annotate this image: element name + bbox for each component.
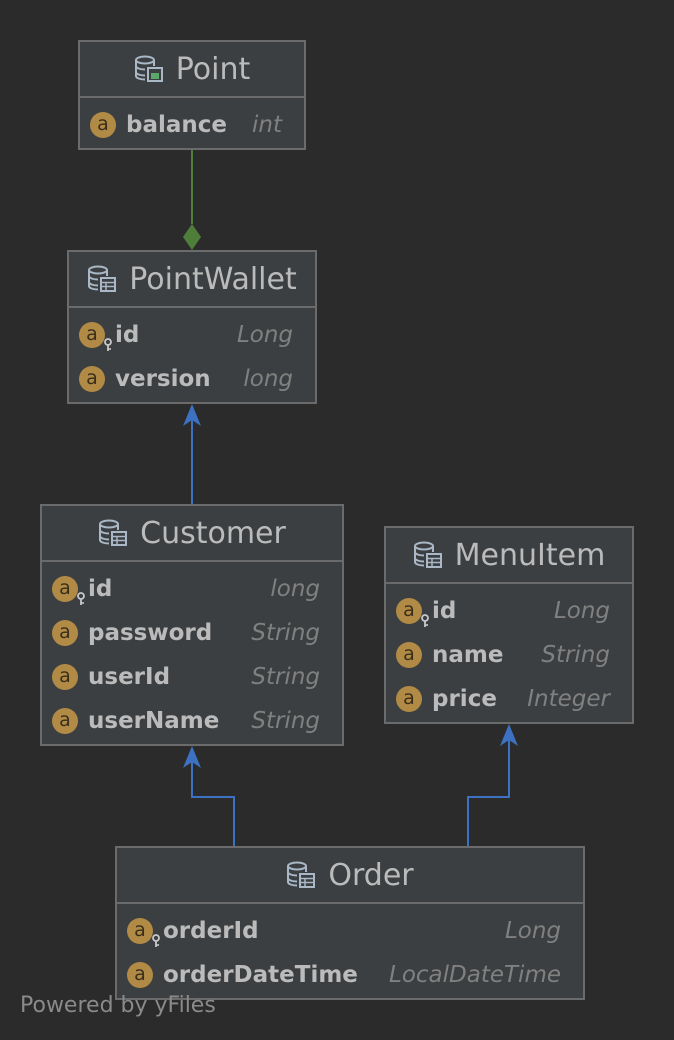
database-table-icon xyxy=(87,264,117,294)
edge-order-customer xyxy=(183,746,235,846)
arrowhead-icon xyxy=(183,746,201,768)
field-row[interactable]: a password String xyxy=(42,611,342,655)
field-name: userId xyxy=(88,664,171,690)
database-table-icon xyxy=(98,518,128,548)
database-table-icon xyxy=(286,860,316,890)
field-name: id xyxy=(115,322,140,348)
field-name: id xyxy=(88,576,113,602)
field-type: Long xyxy=(236,322,293,348)
attribute-icon: a xyxy=(396,598,429,627)
attribute-icon: a xyxy=(52,620,78,646)
persistence-entity-icon xyxy=(134,54,164,84)
field-type: long xyxy=(243,366,293,392)
attribute-icon: a xyxy=(396,642,422,668)
entity-header[interactable]: Customer xyxy=(42,506,342,562)
attribute-icon: a xyxy=(52,708,78,734)
edge-order-menuitem xyxy=(467,724,518,846)
primary-key-icon xyxy=(77,592,85,605)
field-type: String xyxy=(251,708,320,734)
entity-name: PointWallet xyxy=(129,261,297,297)
database-table-icon xyxy=(413,540,443,570)
entity-header[interactable]: Point xyxy=(80,42,304,98)
attribute-icon: a xyxy=(396,686,422,712)
arrowhead-icon xyxy=(500,724,518,746)
attribute-icon: a xyxy=(52,576,85,605)
field-name: orderId xyxy=(163,918,259,944)
primary-key-icon xyxy=(421,614,429,627)
attribute-icon: a xyxy=(79,366,105,392)
field-type: String xyxy=(251,620,320,646)
attribute-icon: a xyxy=(90,112,116,138)
entity-header[interactable]: MenuItem xyxy=(386,528,632,584)
field-type: Long xyxy=(504,918,561,944)
field-name: userName xyxy=(88,708,220,734)
field-name: password xyxy=(88,620,213,646)
field-row[interactable]: a version long xyxy=(69,357,315,401)
primary-key-icon xyxy=(104,338,112,351)
composition-diamond-icon xyxy=(183,224,201,250)
entity-name: Point xyxy=(175,51,251,87)
entity-point[interactable]: Point a balance int xyxy=(78,40,306,150)
edge-customer-pointwallet xyxy=(183,404,201,504)
attribute-icon: a xyxy=(127,918,160,947)
field-type: Integer xyxy=(527,686,610,712)
field-name: version xyxy=(115,366,211,392)
field-name: id xyxy=(432,598,457,624)
field-type: String xyxy=(541,642,610,668)
field-row[interactable]: a userName String xyxy=(42,699,342,743)
attribute-icon: a xyxy=(79,322,112,351)
field-type: String xyxy=(251,664,320,690)
field-name: price xyxy=(432,686,497,712)
yfiles-watermark: Powered by yFiles xyxy=(20,993,216,1018)
field-name: name xyxy=(432,642,504,668)
arrowhead-icon xyxy=(183,404,201,426)
field-type: int xyxy=(252,112,282,138)
attribute-icon: a xyxy=(127,962,153,988)
entity-header[interactable]: PointWallet xyxy=(69,252,315,308)
field-type: LocalDateTime xyxy=(389,962,561,988)
edge-pointwallet-point xyxy=(183,150,201,250)
entity-name: Order xyxy=(328,857,414,893)
field-row[interactable]: a orderDateTime LocalDateTime xyxy=(117,953,583,997)
field-name: orderDateTime xyxy=(163,962,358,988)
field-name: balance xyxy=(126,112,227,138)
entity-name: MenuItem xyxy=(454,537,606,573)
field-list: a balance int xyxy=(80,98,304,147)
field-type: long xyxy=(270,576,320,602)
attribute-icon: a xyxy=(52,664,78,690)
primary-key-icon xyxy=(152,934,160,947)
field-type: Long xyxy=(553,598,610,624)
field-row[interactable]: a balance int xyxy=(80,103,304,147)
entity-name: Customer xyxy=(140,515,286,551)
entity-header[interactable]: Order xyxy=(117,848,583,904)
